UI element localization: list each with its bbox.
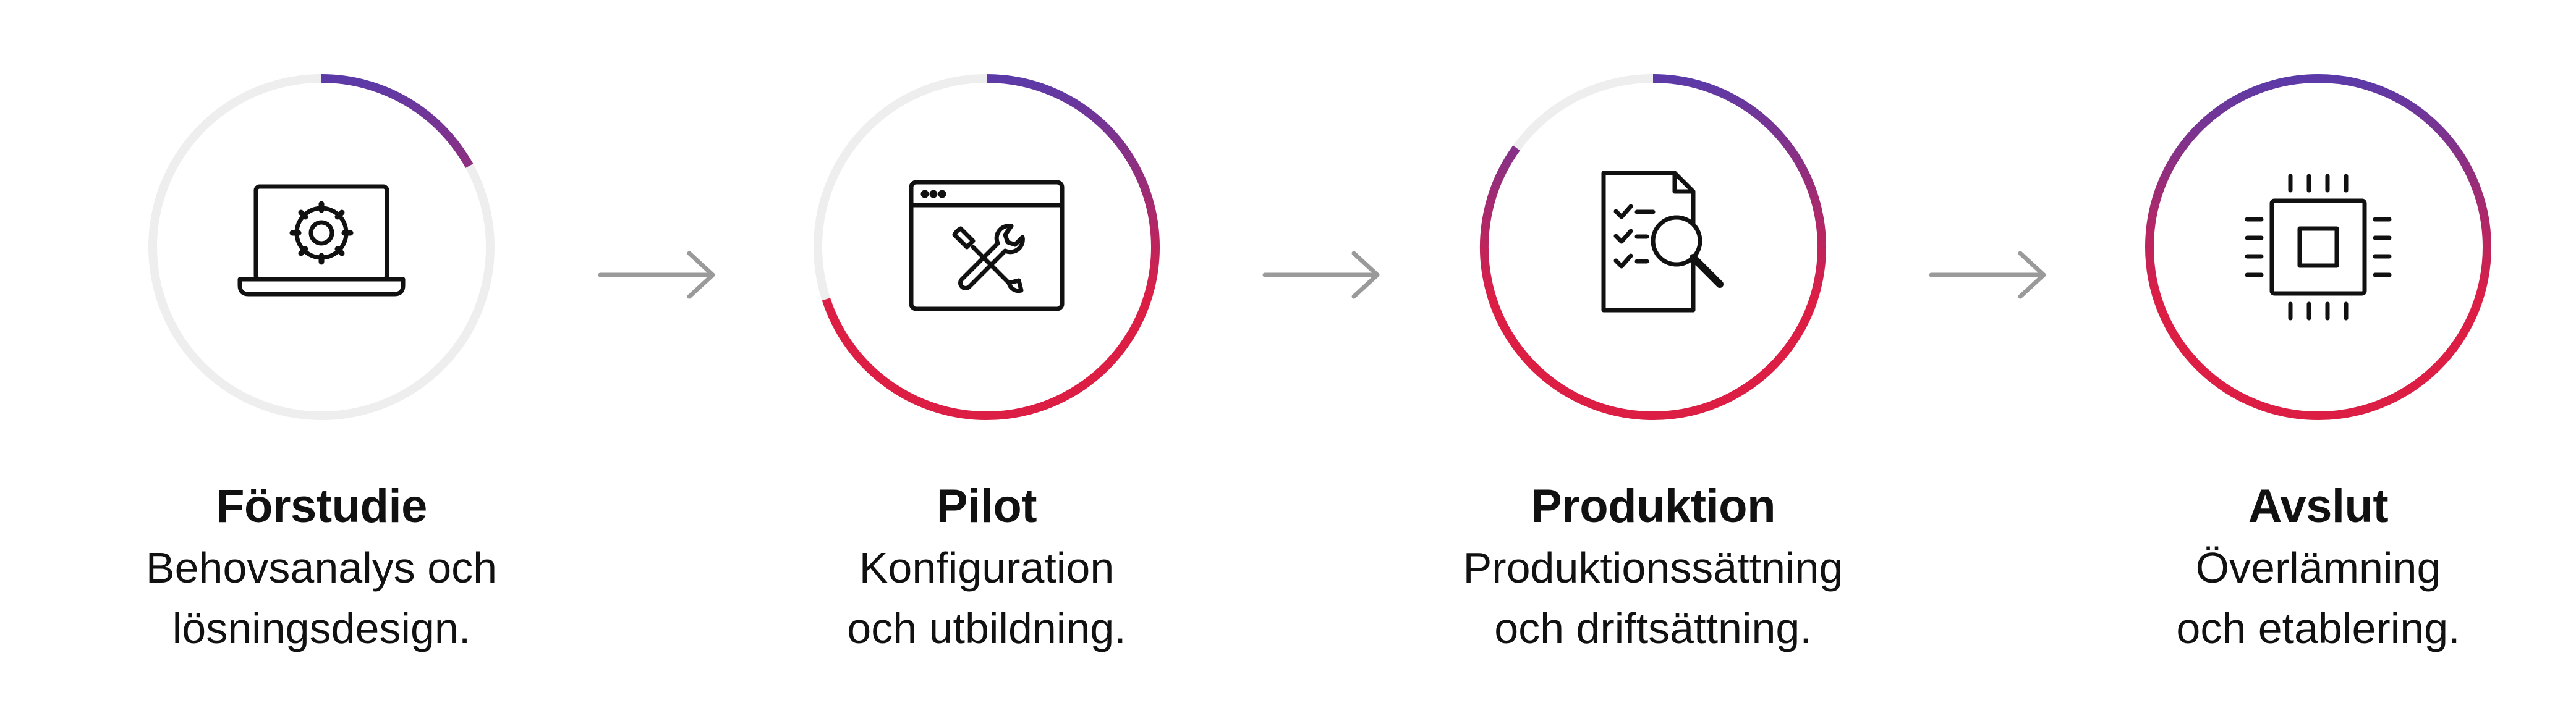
step-description-line-2: lösningsdesign.	[172, 604, 471, 652]
step-forstudie: Förstudie Behovsanalys och lösningsdesig…	[68, 0, 575, 716]
step-description-line-1: Behovsanalys och	[145, 544, 498, 592]
document-checklist-search-icon	[1560, 154, 1746, 340]
progress-ring-graphic	[148, 74, 495, 420]
progress-ring	[2139, 68, 2497, 426]
step-description-line-1: Konfiguration	[859, 544, 1115, 592]
arrow-right-icon	[1928, 247, 2051, 303]
progress-ring-graphic	[814, 74, 1160, 420]
progress-ring	[807, 68, 1166, 426]
step-pilot: Pilot Konfiguration och utbildning.	[733, 0, 1240, 716]
step-description: Produktionssättning och driftsättning.	[1400, 537, 1906, 659]
step-description: Konfiguration och utbildning.	[733, 537, 1240, 659]
progress-ring	[142, 68, 501, 426]
ring-progress-arc	[822, 74, 1160, 420]
step-description-line-2: och etablering.	[2176, 604, 2460, 652]
browser-tools-icon	[894, 154, 1079, 340]
step-description-line-2: och driftsättning.	[1494, 604, 1812, 652]
step-title: Produktion	[1530, 480, 1776, 533]
step-title: Förstudie	[216, 480, 427, 533]
step-description-line-1: Överlämning	[2195, 544, 2441, 592]
step-description: Överlämning och etablering.	[2065, 537, 2572, 659]
progress-ring	[1474, 68, 1832, 426]
chip-icon	[2225, 154, 2411, 340]
step-produktion: Produktion Produktionssättning och drift…	[1400, 0, 1906, 716]
step-description-line-1: Produktionssättning	[1463, 544, 1843, 592]
arrow-right-icon	[597, 247, 720, 303]
ring-progress-arc	[1480, 74, 1826, 420]
progress-ring-graphic	[2145, 74, 2491, 420]
arrow-right-icon	[1261, 247, 1385, 303]
step-title: Pilot	[936, 480, 1037, 533]
step-description-line-2: och utbildning.	[847, 604, 1126, 652]
laptop-gear-icon	[229, 154, 414, 340]
progress-ring-graphic	[1480, 74, 1826, 420]
step-avslut: Avslut Överlämning och etablering.	[2065, 0, 2572, 716]
ring-progress-arc	[321, 74, 474, 168]
step-description: Behovsanalys och lösningsdesign.	[68, 537, 575, 659]
ring-progress-arc	[2145, 74, 2491, 420]
step-title: Avslut	[2248, 480, 2389, 533]
